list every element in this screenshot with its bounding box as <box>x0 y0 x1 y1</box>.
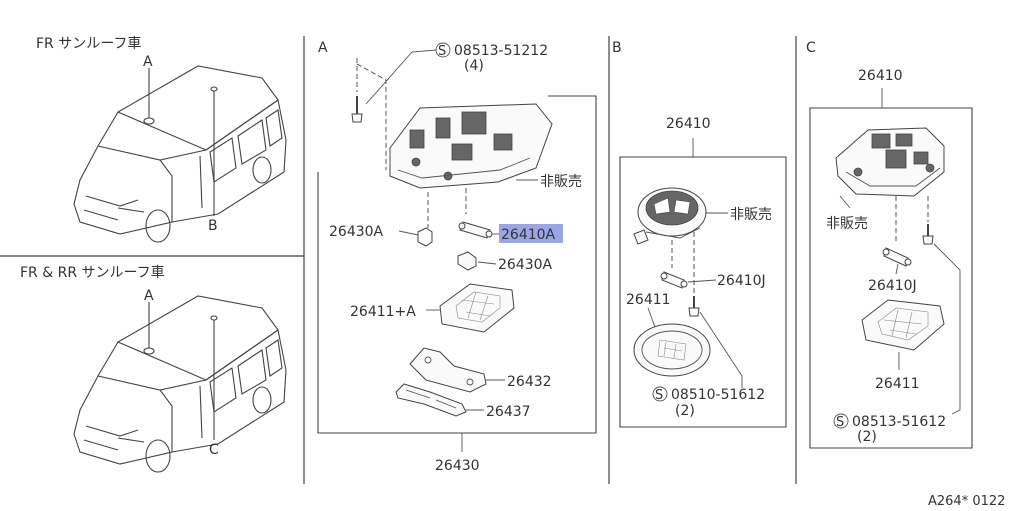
assembly-box-B <box>619 156 787 428</box>
leader-26410J-C <box>895 263 899 275</box>
screw-leader-C <box>933 243 961 415</box>
bulb-26410J-C <box>882 247 912 267</box>
lamp-housing-C <box>835 127 945 197</box>
sectionA-lens: 26411+A <box>350 304 416 320</box>
sectionB-not-sold: 非販売 <box>730 207 772 223</box>
assembly-box-A <box>317 95 597 434</box>
section-A-label: A <box>318 40 328 56</box>
dash-housing-bulbs-A <box>427 188 467 228</box>
bracket-26432 <box>409 347 487 393</box>
sectionA-screw-ref: 08513-51212 <box>454 43 548 59</box>
callout-A-bottom: A <box>144 288 154 304</box>
callout-B-top: B <box>208 218 218 234</box>
diagram-reference: A264* 0122 <box>928 494 1005 509</box>
sectionB-screw-ref: 08510-51612 <box>671 387 765 403</box>
sectionA-not-sold: 非販売 <box>540 174 582 190</box>
sectionA-assembly: 26430 <box>435 458 480 474</box>
sectionA-bracket: 26432 <box>507 374 552 390</box>
leader-26430A-left <box>398 230 419 236</box>
not-sold-leader-C <box>839 195 851 209</box>
screw-symbol-B-letter: S <box>655 388 663 403</box>
screw-leader-A <box>365 49 437 105</box>
screw-C <box>922 224 934 245</box>
screw-symbol-B <box>652 386 668 402</box>
sectionB-lens: 26411 <box>626 292 671 308</box>
lens-26411-C <box>861 299 945 351</box>
sectionC-bulb: 26410J <box>868 278 917 294</box>
sectionA-screw-qty: (4) <box>464 58 484 74</box>
sectionA-lamp-highlight: 26410A <box>501 227 556 243</box>
bulb-26430A-right <box>457 251 477 271</box>
screw-B <box>688 296 700 317</box>
bulb-26410A <box>458 221 493 239</box>
screw-symbol-C-letter: S <box>836 415 844 430</box>
top-variant-title: FR サンルーフ車 <box>36 35 141 52</box>
callout-C-bottom: C <box>209 442 219 458</box>
lens-26411A <box>439 283 515 333</box>
sectionB-screw-qty: (2) <box>675 403 695 419</box>
leader-26430A-right <box>477 261 497 265</box>
sectionC-screw-qty: (2) <box>857 429 877 445</box>
sectionC-lens: 26411 <box>875 376 920 392</box>
van-bottom-illustration <box>73 295 287 473</box>
van-top-illustration <box>73 65 287 243</box>
bottom-variant-title: FR & RR サンルーフ車 <box>20 264 165 281</box>
sectionA-bulb-a2: 26430A <box>498 257 553 273</box>
lamp-housing-B <box>633 187 707 245</box>
sectionA-retainer: 26437 <box>486 404 531 420</box>
screw-leader-B <box>699 311 743 388</box>
sectionC-not-sold: 非販売 <box>826 216 868 232</box>
screw-symbol-C <box>833 413 849 429</box>
callout-A-top: A <box>143 54 153 70</box>
section-B-label: B <box>612 40 622 56</box>
bulb-26430A-left <box>417 227 433 247</box>
section-C-label: C <box>806 40 816 56</box>
highlight-26410A <box>499 224 563 243</box>
sectionB-bulb: 26410J <box>717 273 766 289</box>
retainer-26437 <box>395 383 467 417</box>
sectionB-assembly: 26410 <box>666 116 711 132</box>
bulb-26410J-B <box>660 271 688 289</box>
screw-symbol-A-letter: S <box>438 44 446 59</box>
screw-A <box>351 96 363 123</box>
sectionA-bulb-a1: 26430A <box>329 224 384 240</box>
sectionC-assembly: 26410 <box>858 68 903 84</box>
sectionC-screw-ref: 08513-51612 <box>852 414 946 430</box>
assembly-box-C <box>809 107 973 449</box>
dash-screw-A <box>356 58 387 170</box>
lens-26411-B <box>633 323 711 377</box>
lamp-housing-A <box>389 103 553 189</box>
dash-lamp-C <box>895 196 929 242</box>
dash-lamp-B <box>671 232 695 296</box>
leader-26410J-B <box>687 279 717 283</box>
